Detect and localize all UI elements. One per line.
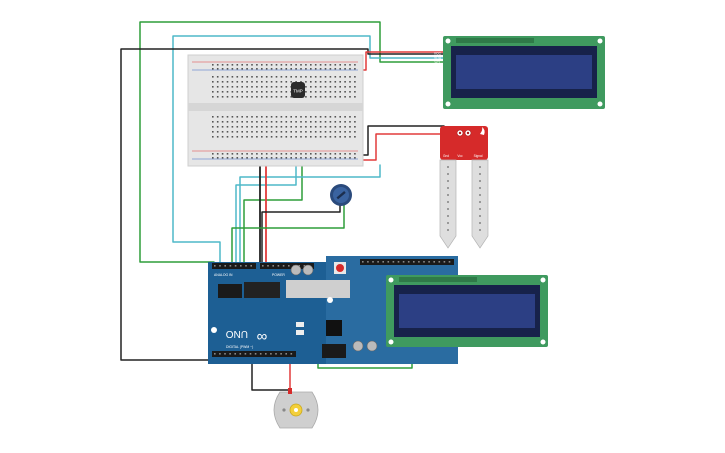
lcd-top-pin-labels: GND VCC SDA SCL: [433, 47, 441, 65]
tmp-sensor[interactable]: TMP: [291, 82, 305, 98]
lcd-bottom-pins: [399, 277, 477, 282]
analog-in-label: ANALOG IN: [214, 273, 233, 277]
lcd-display-top[interactable]: GND VCC SDA SCL: [433, 36, 605, 109]
sensor-prong-dots: [447, 166, 481, 231]
digital-pwm-label: DIGITAL (PWM ~): [226, 345, 253, 349]
mount-hole: [211, 327, 217, 333]
power-label: POWER: [272, 273, 285, 277]
wire-cyan-loop: [172, 35, 447, 263]
lcd-display-bottom[interactable]: [386, 275, 548, 347]
power-jack: [244, 282, 280, 298]
wire-cyan-2: [239, 164, 381, 263]
svg-text:Gnd: Gnd: [443, 154, 449, 158]
svg-text:SCL: SCL: [434, 61, 441, 65]
svg-text:GND: GND: [433, 47, 441, 51]
sensor-prong-left: [439, 159, 457, 249]
tmp-sensor-label: TMP: [293, 89, 303, 94]
arduino-infinity-icon: ∞: [257, 328, 268, 345]
wire-black-loop: [120, 48, 447, 361]
lcd-top-screen: [456, 55, 592, 89]
smd-part: [296, 322, 304, 327]
svg-text:Signal: Signal: [474, 154, 483, 158]
soil-moisture-sensor[interactable]: Gnd Vcc Signal: [439, 126, 489, 249]
soil-sensor-pin-labels: Gnd Vcc Signal: [443, 154, 483, 158]
lcd-bottom-screen: [399, 294, 535, 328]
dc-motor[interactable]: [273, 388, 319, 429]
digital-header-top: [360, 259, 454, 265]
power-header: [260, 263, 314, 269]
atmega-chip: [326, 320, 342, 336]
svg-text:SDA: SDA: [434, 56, 442, 60]
breadboard[interactable]: [187, 54, 364, 167]
voltage-regulator: [322, 344, 346, 358]
wire-motor-black: [251, 363, 291, 391]
breadboard-holes: [212, 64, 356, 159]
sensor-prong-right: [471, 159, 489, 249]
capacitor-4: [366, 340, 378, 352]
usb-port: [218, 284, 242, 298]
reset-button[interactable]: [336, 264, 344, 272]
flame-icon: [480, 127, 485, 135]
uno-logo-text: UNO: [226, 328, 248, 339]
capacitor-2: [302, 264, 314, 276]
capacitor-1: [290, 264, 302, 276]
capacitor-3: [352, 340, 364, 352]
motor-terminal: [288, 388, 292, 394]
analog-header: [212, 263, 256, 269]
wire-sensor-black: [351, 125, 445, 156]
wire-pot-green: [231, 204, 345, 263]
microcontroller-chip: [286, 280, 350, 298]
wire-green-loop: [139, 21, 447, 263]
svg-text:Vcc: Vcc: [457, 154, 463, 158]
svg-text:VCC: VCC: [434, 52, 442, 56]
potentiometer[interactable]: [330, 184, 352, 206]
mount-hole: [327, 297, 333, 303]
smd-part: [296, 330, 304, 335]
digital-header-bottom: [212, 351, 296, 357]
wire-pot-black: [261, 199, 341, 263]
wire-sensor-red: [351, 133, 445, 161]
lcd-top-pins: [456, 38, 534, 43]
